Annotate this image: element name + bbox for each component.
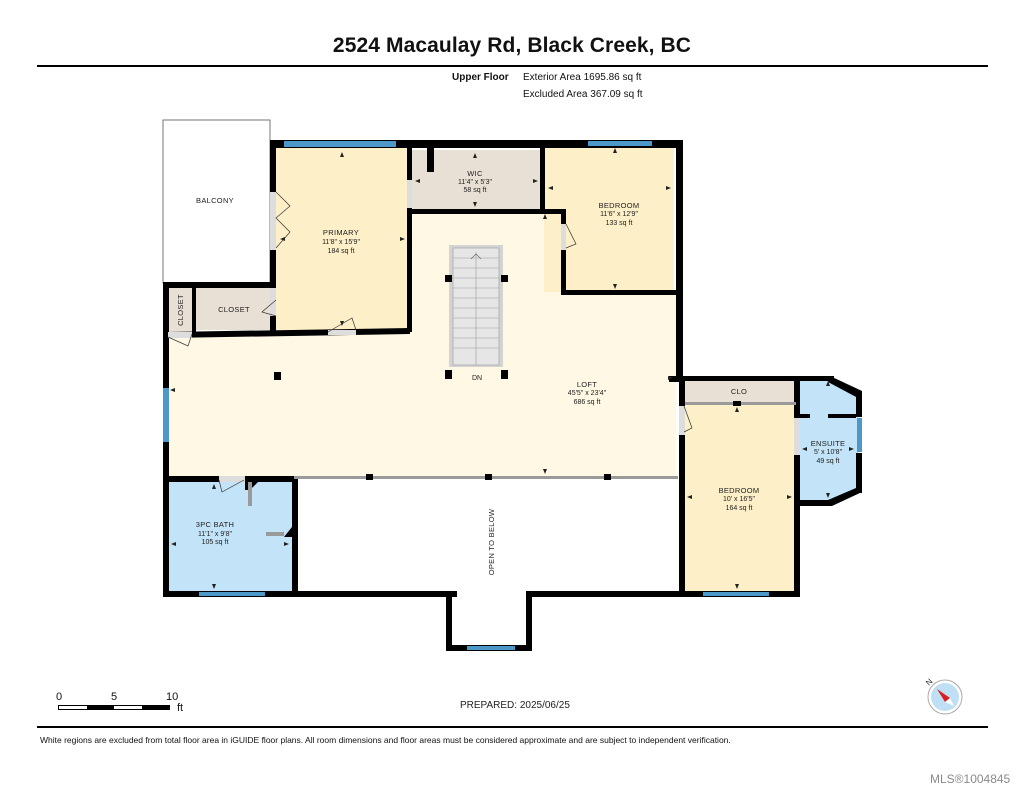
bedroom-2-area: 164 sq ft xyxy=(726,505,753,512)
wic-name: WIC xyxy=(467,169,483,178)
room-labels: PRIMARY 11'8" x 15'9" 184 sq ft WIC 11'4… xyxy=(176,169,845,575)
scale-label-0: 0 xyxy=(56,691,63,703)
scale-unit: ft xyxy=(177,702,184,714)
bedroom-2-dims: 10' x 16'5" xyxy=(723,496,756,503)
scale-label-5: 5 xyxy=(111,691,118,703)
bedroom-2-name: BEDROOM xyxy=(719,486,760,495)
ensuite-name: ENSUITE xyxy=(811,439,846,448)
loft-area: 686 sq ft xyxy=(574,399,601,406)
loft-name: LOFT xyxy=(577,380,597,389)
primary-name: PRIMARY xyxy=(323,228,359,237)
scale-bar xyxy=(58,705,170,710)
wic-dims: 11'4" x 5'3" xyxy=(458,179,492,186)
compass-north-label: N xyxy=(924,677,935,688)
exterior-area: Exterior Area 1695.86 sq ft xyxy=(523,72,642,83)
primary-area: 184 sq ft xyxy=(328,248,355,255)
room-closet-horizontal xyxy=(196,288,270,330)
room-bedroom-2 xyxy=(684,405,796,591)
footer-divider xyxy=(37,726,988,728)
floor-label: Upper Floor xyxy=(452,72,509,83)
excluded-area: Excluded Area 367.09 sq ft xyxy=(523,89,643,100)
disclaimer: White regions are excluded from total fl… xyxy=(40,735,731,745)
bath-dims: 11'1" x 9'8" xyxy=(198,531,232,538)
mls-number: MLS®1004845 xyxy=(930,772,1011,786)
staircase[interactable]: DN xyxy=(445,245,508,382)
bath-name: 3PC BATH xyxy=(196,520,235,529)
bedroom-1-name: BEDROOM xyxy=(599,201,640,210)
room-clo xyxy=(684,379,796,404)
bedroom-1-area: 133 sq ft xyxy=(606,220,633,227)
closet-h-name: CLOSET xyxy=(218,305,250,314)
room-closet-vertical xyxy=(168,286,192,332)
bath-area: 105 sq ft xyxy=(202,539,229,546)
bedroom-1-dims: 11'6" x 12'9" xyxy=(600,211,638,218)
ensuite-dims: 5' x 10'8" xyxy=(814,449,843,456)
closet-v-name: CLOSET xyxy=(176,294,185,326)
open-to-below-label: OPEN TO BELOW xyxy=(487,508,496,575)
scale-label-10: 10 xyxy=(166,691,179,703)
wic-area: 58 sq ft xyxy=(464,187,487,194)
loft-dims: 45'5" x 23'4" xyxy=(568,390,607,397)
prepared-date: PREPARED: 2025/06/25 xyxy=(460,700,570,711)
header-divider xyxy=(37,65,988,67)
windows xyxy=(163,141,862,650)
clo-name: CLO xyxy=(731,387,747,396)
dimension-markers xyxy=(170,148,854,589)
room-ensuite xyxy=(800,379,858,502)
ensuite-area: 49 sq ft xyxy=(817,458,840,465)
compass-icon: N xyxy=(924,677,963,715)
room-balcony: BALCONY xyxy=(162,119,271,284)
primary-dims: 11'8" x 15'9" xyxy=(322,239,360,246)
page-title: 2524 Macaulay Rd, Black Creek, BC xyxy=(332,34,692,57)
doors xyxy=(167,180,800,493)
room-name: BALCONY xyxy=(196,196,234,205)
room-primary xyxy=(276,148,408,330)
stairs-label: DN xyxy=(472,375,482,382)
